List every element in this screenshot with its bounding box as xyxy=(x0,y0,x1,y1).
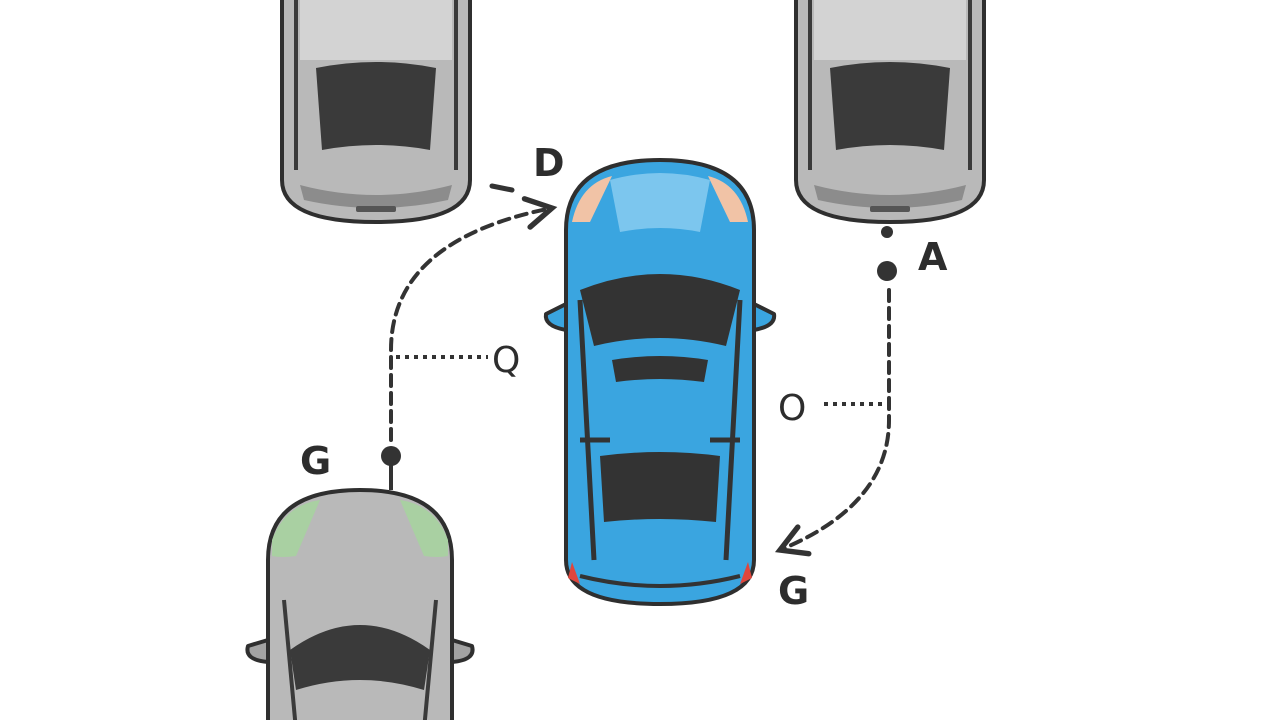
label-g-left: G xyxy=(300,439,331,483)
left-maneuver-path xyxy=(381,183,558,490)
blue-car xyxy=(543,158,777,606)
marker-a-top xyxy=(881,226,893,238)
right-maneuver-path xyxy=(774,226,897,557)
parked-car-bottom-left xyxy=(245,488,475,720)
parked-car-top-right xyxy=(794,0,986,224)
start-point-right xyxy=(877,261,897,281)
label-q: Q xyxy=(492,340,520,381)
label-a: A xyxy=(918,235,948,279)
label-o: O xyxy=(778,388,806,429)
label-d: D xyxy=(533,141,565,185)
parked-car-top-left xyxy=(280,0,472,224)
label-g-right: G xyxy=(778,569,809,613)
start-point-left xyxy=(381,446,401,466)
